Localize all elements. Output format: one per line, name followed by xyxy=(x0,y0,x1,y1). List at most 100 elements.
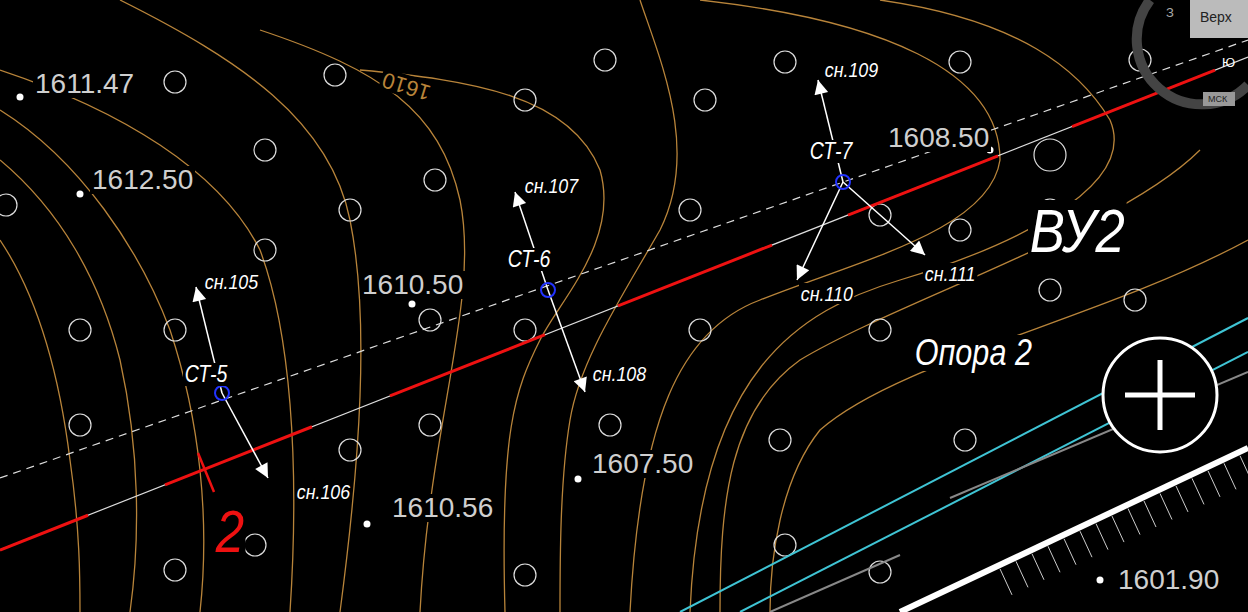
map-annotation: сн.111 xyxy=(923,263,977,284)
contour-line xyxy=(0,160,137,612)
elevation-dot xyxy=(364,521,371,528)
contour-line xyxy=(630,0,1000,612)
slope-hatch xyxy=(1176,486,1188,512)
tree-symbol xyxy=(949,51,971,73)
elevation-dot xyxy=(77,191,84,198)
tree-symbol xyxy=(769,429,791,451)
elevation-label: 1610.56 xyxy=(390,494,495,522)
tree-symbol xyxy=(244,534,266,556)
map-annotation: СТ-7 xyxy=(808,140,854,163)
map-annotation: ВУ2 xyxy=(1028,200,1127,262)
red-segment xyxy=(0,515,88,550)
viewcube-label: МСК xyxy=(1206,95,1229,104)
tree-symbol xyxy=(1124,289,1146,311)
section-arrow xyxy=(818,80,843,182)
tree-symbol xyxy=(514,89,536,111)
elevation-label: 1608.50 xyxy=(886,124,991,152)
section-arrow xyxy=(515,192,548,290)
elevation-label: 1610 xyxy=(378,68,435,105)
elevation-label: 1601.90 xyxy=(1116,566,1221,594)
contour-line xyxy=(0,240,80,612)
contour-line xyxy=(260,30,465,612)
slope-hatch xyxy=(1128,509,1140,535)
tree-symbol xyxy=(0,194,17,216)
contour-line xyxy=(120,0,361,612)
slope-hatch xyxy=(1192,478,1204,504)
elevation-dot xyxy=(17,94,24,101)
tree-symbol xyxy=(689,319,711,341)
viewcube-label: З xyxy=(1164,6,1176,19)
map-annotation: сн.106 xyxy=(295,481,352,502)
slope-hatch xyxy=(1064,539,1076,565)
support-symbol xyxy=(1103,338,1217,452)
slope-hatch xyxy=(1080,531,1092,557)
slope-hatch xyxy=(1160,493,1172,519)
slope-hatch xyxy=(1144,501,1156,527)
tree-symbol xyxy=(869,319,891,341)
elevation-dot xyxy=(575,476,582,483)
tree-symbol xyxy=(339,199,361,221)
tree-symbol xyxy=(164,319,186,341)
slope-hatch xyxy=(1096,524,1108,550)
tree-symbol xyxy=(254,239,276,261)
red-segment xyxy=(1072,70,1215,126)
section-arrow xyxy=(797,182,843,280)
elevation-label: 1612.50 xyxy=(90,166,195,194)
elevation-dot xyxy=(1097,577,1104,584)
slope-hatch xyxy=(1016,561,1028,587)
slope-top xyxy=(900,448,1248,612)
elevation-dot xyxy=(409,301,416,308)
picket-tick xyxy=(198,453,214,492)
contour-line xyxy=(690,0,1114,612)
map-annotation: сн.105 xyxy=(203,271,260,292)
route-line xyxy=(0,57,1248,550)
slope-hatch xyxy=(1032,554,1044,580)
tree-symbol xyxy=(339,439,361,461)
well-symbol xyxy=(1034,139,1066,171)
tree-symbol xyxy=(594,49,616,71)
map-annotation: 2 xyxy=(214,502,246,562)
slope-hatch xyxy=(1240,456,1248,482)
slope-hatch xyxy=(1112,516,1124,542)
contour-line xyxy=(0,70,294,612)
station-point xyxy=(541,283,555,297)
section-arrow xyxy=(843,182,925,255)
tree-symbol xyxy=(419,414,441,436)
map-annotation: СТ-5 xyxy=(183,363,229,386)
tree-symbol xyxy=(954,429,976,451)
support-cross xyxy=(1158,360,1163,430)
tree-symbol xyxy=(424,169,446,191)
tree-symbol xyxy=(949,219,971,241)
slope-hatch xyxy=(1048,546,1060,572)
tree-symbol xyxy=(164,559,186,581)
station-point xyxy=(215,386,229,400)
elevation-label: 1611.47 xyxy=(33,70,136,98)
red-segment xyxy=(618,245,772,306)
tree-symbol xyxy=(694,89,716,111)
map-annotation: сн.108 xyxy=(591,363,648,384)
elevation-dots xyxy=(17,94,1104,584)
red-segment xyxy=(390,335,545,396)
road-features xyxy=(680,318,1248,612)
tree-symbol xyxy=(1039,279,1061,301)
road-edge xyxy=(680,318,1248,612)
viewcube-label: Верх xyxy=(1198,10,1234,24)
road-edge xyxy=(770,555,900,612)
viewcube-badge xyxy=(1203,92,1235,106)
section-arrows xyxy=(196,80,925,478)
red-segments xyxy=(0,70,1215,550)
tree-symbol xyxy=(774,51,796,73)
tree-symbol xyxy=(599,414,621,436)
contour-line xyxy=(360,70,604,612)
section-arrow xyxy=(548,290,585,392)
slope-hatch xyxy=(1208,471,1220,497)
tree-symbol xyxy=(514,564,536,586)
tree-symbol xyxy=(324,64,346,86)
axis-dashed xyxy=(0,40,1248,478)
map-annotation: сн.109 xyxy=(823,59,880,80)
viewcube-label: Ю xyxy=(1220,56,1237,69)
map-annotation: сн.107 xyxy=(523,175,580,196)
section-arrow xyxy=(222,393,268,478)
